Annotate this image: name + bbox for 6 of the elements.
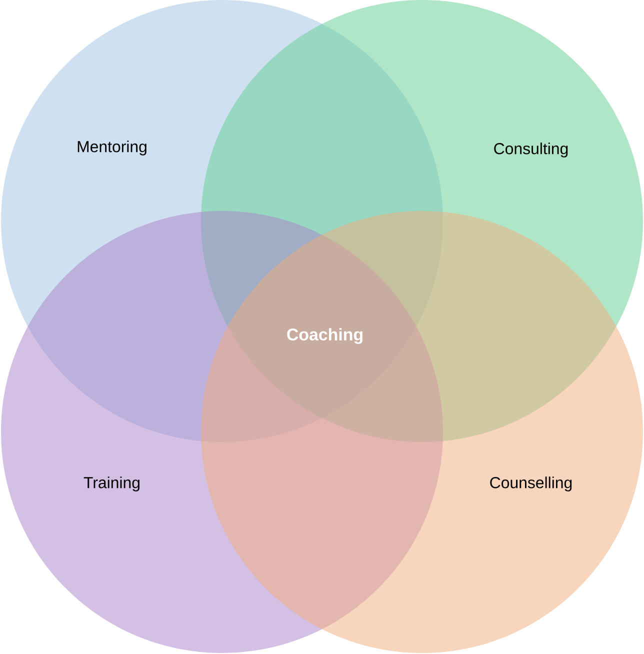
circle-label: Counselling [490, 476, 572, 492]
venn-circle [201, 211, 643, 653]
circle-label: Training [84, 476, 140, 492]
center-label: Coaching [287, 328, 362, 344]
circle-label: Mentoring [78, 140, 146, 156]
circle-label: Consulting [494, 142, 568, 158]
